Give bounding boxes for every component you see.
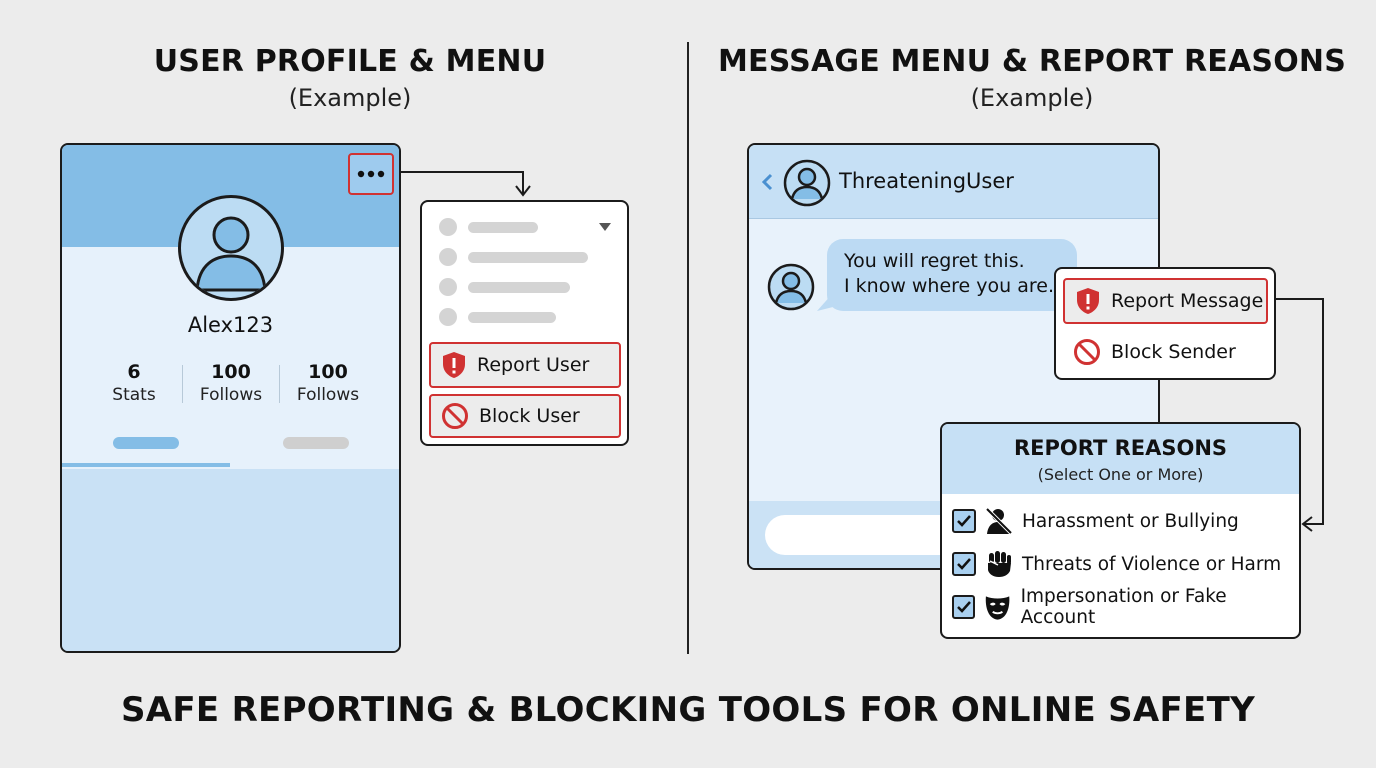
footer-title: SAFE REPORTING & BLOCKING TOOLS FOR ONLI… (120, 690, 1255, 730)
reason-impersonation[interactable]: Impersonation or Fake Account (952, 586, 1299, 628)
placeholder-bar (468, 282, 570, 293)
block-sender-button[interactable]: Block Sender (1073, 335, 1263, 369)
report-user-label: Report User (477, 354, 590, 376)
more-options-button[interactable] (348, 153, 394, 195)
placeholder-dot (439, 308, 457, 326)
right-panel-title: MESSAGE MENU & REPORT REASONS (717, 44, 1347, 79)
stat-follows: 100 Follows (176, 361, 286, 405)
reason-checkbox[interactable] (952, 509, 976, 533)
tab-active[interactable] (113, 437, 179, 449)
block-user-label: Block User (479, 405, 580, 427)
stat-stats: 6 Stats (79, 361, 189, 405)
fist-icon (988, 551, 1011, 577)
caret-down-icon[interactable] (598, 222, 612, 232)
stat-label: Follows (296, 385, 360, 405)
report-message-label: Report Message (1111, 290, 1264, 312)
mask-icon (986, 596, 1010, 620)
stat-label: Stats (112, 385, 156, 405)
report-reasons-panel: REPORT REASONS (Select One or More) Hara… (940, 422, 1301, 639)
stat-label: Follows (199, 385, 263, 405)
placeholder-dot (439, 248, 457, 266)
stat-divider (279, 365, 280, 403)
user-slash-icon (985, 507, 1013, 535)
placeholder-bar (468, 222, 538, 233)
placeholder-bar (468, 312, 556, 323)
report-user-button[interactable]: Report User (429, 342, 621, 388)
user-options-menu: Report User Block User (420, 200, 629, 446)
checkmark-icon (956, 601, 971, 613)
placeholder-dot (439, 218, 457, 236)
tab-inactive[interactable] (283, 437, 349, 449)
block-user-button[interactable]: Block User (429, 394, 621, 438)
profile-card: Alex123 6 Stats 100 Follows 100 Follows (60, 143, 401, 653)
report-message-button[interactable]: Report Message (1063, 278, 1268, 324)
tab-indicator (62, 463, 230, 467)
placeholder-dot (439, 278, 457, 296)
stat-value: 100 (211, 361, 251, 383)
chat-user-avatar (783, 159, 831, 207)
report-reasons-subtitle: (Select One or More) (1037, 465, 1204, 484)
report-reasons-header (942, 424, 1299, 494)
message-line-2: I know where you are. (844, 275, 1055, 297)
checkmark-icon (957, 558, 971, 570)
user-avatar-icon (195, 216, 267, 292)
stat-value: 6 (127, 361, 141, 383)
profile-avatar (178, 195, 284, 301)
reason-threats[interactable]: Threats of Violence or Harm (952, 549, 1281, 579)
reason-checkbox[interactable] (952, 595, 976, 619)
shield-alert-icon (443, 352, 465, 378)
reason-label: Threats of Violence or Harm (1022, 553, 1282, 575)
report-reasons-title: REPORT REASONS (1013, 436, 1228, 460)
message-bubble[interactable]: You will regret this. I know where you a… (827, 239, 1077, 311)
block-icon (1074, 339, 1100, 365)
message-input[interactable] (765, 515, 965, 555)
stat-value: 100 (308, 361, 348, 383)
reason-harassment[interactable]: Harassment or Bullying (952, 506, 1239, 536)
reason-label: Impersonation or Fake Account (1020, 586, 1227, 628)
profile-content-area (62, 469, 399, 651)
sender-avatar (767, 263, 815, 311)
stat-divider (182, 365, 183, 403)
reason-checkbox[interactable] (952, 552, 976, 576)
panel-divider (687, 42, 689, 654)
placeholder-bar (468, 252, 588, 263)
more-horizontal-icon (357, 170, 385, 178)
chat-username: ThreateningUser (839, 169, 1014, 193)
block-icon (442, 403, 468, 429)
message-options-menu: Report Message Block Sender (1054, 267, 1276, 380)
checkmark-icon (957, 515, 971, 527)
shield-alert-icon (1077, 288, 1099, 314)
profile-menu-arrow (393, 171, 531, 197)
bubble-tail (817, 293, 833, 311)
left-panel-title: USER PROFILE & MENU (153, 44, 547, 79)
block-sender-label: Block Sender (1111, 341, 1236, 363)
reason-label: Harassment or Bullying (1022, 510, 1239, 532)
stat-follows-second: 100 Follows (273, 361, 383, 405)
left-panel-subtitle: (Example) (288, 84, 412, 112)
chevron-left-icon[interactable] (761, 173, 773, 191)
profile-username: Alex123 (187, 313, 274, 337)
message-line-1: You will regret this. (844, 250, 1025, 272)
right-panel-subtitle: (Example) (970, 84, 1094, 112)
